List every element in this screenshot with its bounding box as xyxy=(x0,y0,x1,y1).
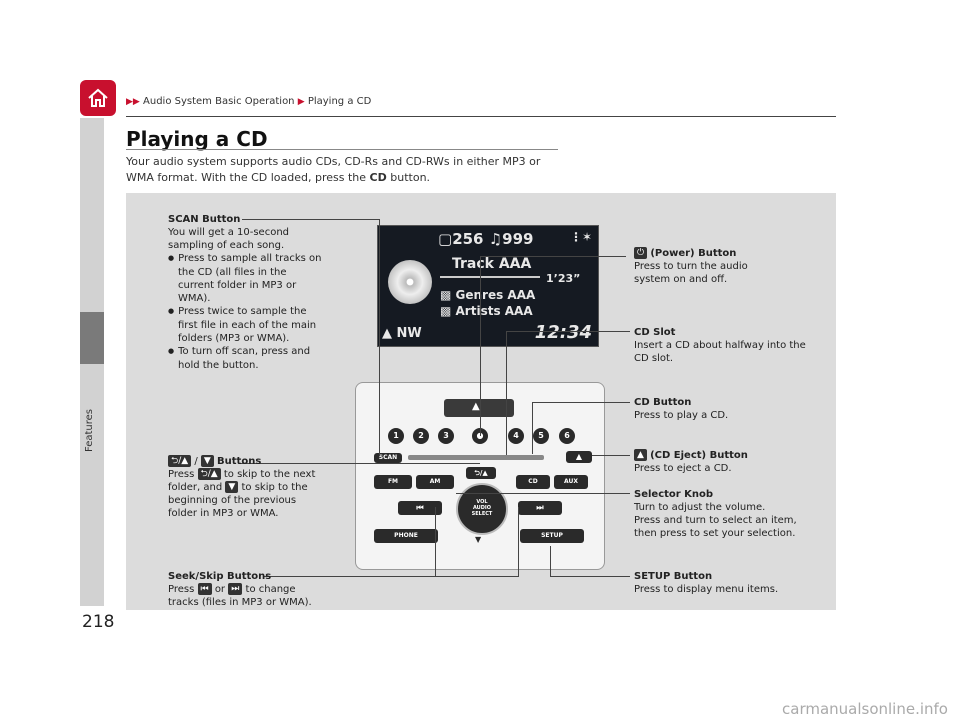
genre-row: ▩ Genres AAA xyxy=(440,288,536,302)
leader-line-cd-v xyxy=(532,402,533,454)
cd-slot[interactable] xyxy=(408,455,544,460)
cd-word: CD xyxy=(369,171,387,184)
power-button[interactable]: ● xyxy=(472,428,488,444)
callout-folder: ⮌/▲ / ▼ Buttons Press ⮌/▲ to skip to the… xyxy=(168,455,316,519)
hazard-icon: ▲ xyxy=(472,401,480,412)
head-unit-panel: ▲ 1 2 3 ● 4 5 6 SCAN ▲ FM AM CD AUX ⮌/▲ … xyxy=(355,382,605,570)
callout-scan-title: SCAN Button xyxy=(168,214,241,225)
callout-knob: Selector Knob Turn to adjust the volume.… xyxy=(634,489,797,539)
page-title: Playing a CD xyxy=(126,127,268,151)
progress-bar xyxy=(440,276,540,278)
sidebar-section-marker xyxy=(80,312,104,364)
leader-line-seek-left xyxy=(435,507,436,577)
leader-line-scan xyxy=(242,219,380,220)
leader-line-seek xyxy=(264,576,519,577)
leader-line-seek-right xyxy=(518,507,519,577)
phone-button[interactable]: PHONE xyxy=(374,529,438,543)
breadcrumb-link-audio[interactable]: Audio System Basic Operation xyxy=(143,96,295,107)
callout-scan-bullet-1: Press to sample all tracks on the CD (al… xyxy=(168,252,322,305)
callout-power: ⏻ (Power) Button Press to turn the audio… xyxy=(634,247,748,285)
leader-line-folder xyxy=(240,463,480,464)
breadcrumb-current: Playing a CD xyxy=(307,96,372,107)
cd-button[interactable]: CD xyxy=(516,475,550,489)
panel-top-slot xyxy=(444,399,514,417)
cd-disc-icon xyxy=(388,260,432,304)
artist-row: ▩ Artists AAA xyxy=(440,304,533,318)
callout-setup-title: SETUP Button xyxy=(634,571,713,582)
am-button[interactable]: AM xyxy=(416,475,454,489)
breadcrumb: ▶▶ Audio System Basic Operation ▶ Playin… xyxy=(126,96,371,107)
folder-down-key-icon: ▼ xyxy=(225,481,239,493)
preset-6-button[interactable]: 6 xyxy=(559,428,575,444)
callout-folder-title: Buttons xyxy=(217,456,262,467)
usb-bluetooth-icon: ⋮✶ xyxy=(569,230,592,244)
watermark: carmanualsonline.info xyxy=(782,700,948,718)
leader-line-slot xyxy=(506,331,630,332)
leader-line-slot-v xyxy=(506,331,507,455)
callout-scan: SCAN Button You will get a 10-second sam… xyxy=(168,213,322,372)
clock-readout: 12:34 xyxy=(534,322,592,343)
folder-down-key-icon: ▼ xyxy=(200,455,214,467)
preset-3-button[interactable]: 3 xyxy=(438,428,454,444)
intro-paragraph: Your audio system supports audio CDs, CD… xyxy=(126,155,541,184)
setup-button[interactable]: SETUP xyxy=(520,529,584,543)
leader-line-power-v xyxy=(480,256,481,436)
aux-button[interactable]: AUX xyxy=(554,475,588,489)
breadcrumb-arrow-icon: ▶ xyxy=(297,97,305,107)
leader-line-setup-v xyxy=(550,546,551,577)
folder-down-button[interactable]: ▼ xyxy=(475,535,482,544)
seek-back-key-icon: ⏮ xyxy=(197,583,212,595)
callout-knob-title: Selector Knob xyxy=(634,489,714,500)
preset-4-button[interactable]: 4 xyxy=(508,428,524,444)
home-button[interactable] xyxy=(80,80,116,116)
folder-up-key-icon: ⮌/▲ xyxy=(168,455,192,467)
fm-button[interactable]: FM xyxy=(374,475,412,489)
audio-display: ▢256 ♫999 ⋮✶ Track AAA 1’23” ▩ Genres AA… xyxy=(377,225,599,347)
sidebar-section-label: Features xyxy=(84,409,95,452)
header-divider xyxy=(126,116,836,117)
compass-readout: ▲ NW xyxy=(382,326,422,341)
preset-5-button[interactable]: 5 xyxy=(533,428,549,444)
callout-cd-title: CD Button xyxy=(634,397,692,408)
seek-forward-key-icon: ⏭ xyxy=(228,583,243,595)
preset-2-button[interactable]: 2 xyxy=(413,428,429,444)
callout-scan-bullet-2: Press twice to sample the first file in … xyxy=(168,305,322,345)
folder-up-button[interactable]: ⮌/▲ xyxy=(466,467,496,479)
callout-setup: SETUP Button Press to display menu items… xyxy=(634,571,779,595)
seek-forward-button[interactable]: ⏭ xyxy=(518,501,562,515)
folder-track-count: ▢256 ♫999 xyxy=(438,230,534,248)
callout-eject-title: (CD Eject) Button xyxy=(650,450,748,461)
callout-scan-desc: You will get a 10-second sampling of eac… xyxy=(168,227,290,251)
page-number: 218 xyxy=(82,612,115,632)
callout-seek: Seek/Skip Buttons Press ⏮ or ⏭ to change… xyxy=(168,571,312,608)
seek-back-button[interactable]: ⏮ xyxy=(398,501,442,515)
folder-up-key-icon: ⮌/▲ xyxy=(197,468,221,480)
home-icon xyxy=(88,88,108,107)
preset-1-button[interactable]: 1 xyxy=(388,428,404,444)
eject-button[interactable]: ▲ xyxy=(566,451,592,463)
leader-line-scan-v xyxy=(379,219,380,456)
callout-seek-title: Seek/Skip Buttons xyxy=(168,571,272,582)
callout-scan-bullet-3: To turn off scan, press and hold the but… xyxy=(168,345,322,372)
callout-slot-title: CD Slot xyxy=(634,327,676,338)
callout-cd-slot: CD Slot Insert a CD about halfway into t… xyxy=(634,327,806,364)
callout-power-title: (Power) Button xyxy=(650,248,737,259)
leader-line-knob xyxy=(456,493,630,494)
elapsed-time: 1’23” xyxy=(546,272,581,285)
leader-line-power xyxy=(480,256,626,257)
track-title: Track AAA xyxy=(452,256,532,272)
power-icon: ⏻ xyxy=(634,247,648,259)
leader-line-eject xyxy=(592,455,630,456)
scan-button[interactable]: SCAN xyxy=(374,453,402,463)
breadcrumb-arrow-icon: ▶▶ xyxy=(126,97,140,107)
eject-icon: ▲ xyxy=(634,449,647,461)
callout-cd-button: CD Button Press to play a CD. xyxy=(634,397,729,421)
leader-line-cd xyxy=(532,402,630,403)
leader-line-setup xyxy=(550,576,630,577)
title-divider xyxy=(126,149,558,150)
callout-eject: ▲ (CD Eject) Button Press to eject a CD. xyxy=(634,449,748,474)
